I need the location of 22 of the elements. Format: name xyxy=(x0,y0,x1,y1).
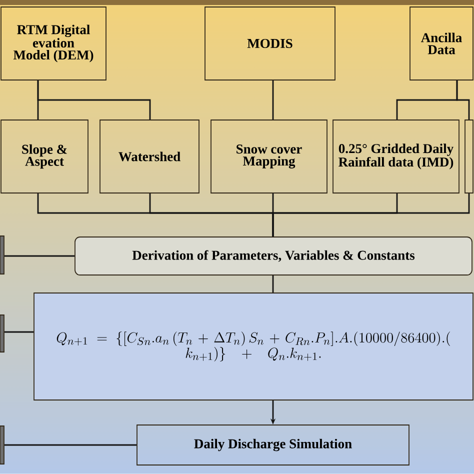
connector xyxy=(272,275,274,293)
source-box: Ancilla Data xyxy=(410,6,474,80)
connector xyxy=(4,331,34,333)
connector xyxy=(272,193,470,237)
process-box: Snow cover Mapping xyxy=(210,120,328,194)
equation-box: $Q_{n+1} = \{[C_{Sn}.a_n\,(T_n + \Delta T_n)\,S_n + C_{Rn}.P_n].A.(10000/86400).($ $k_{n+1})\} + Q_n.k_{n+1}.$ xyxy=(34,292,474,400)
process-box: Watershed xyxy=(100,120,200,194)
connector xyxy=(37,80,151,120)
side-box xyxy=(0,426,4,464)
side-box xyxy=(0,314,4,352)
connector xyxy=(4,255,75,257)
source-box: RTM Digital evation Model (DEM) xyxy=(0,6,106,80)
connector xyxy=(272,80,274,120)
side-box xyxy=(0,236,4,274)
process-box: Slope & Aspect xyxy=(0,120,88,194)
source-box: MODIS xyxy=(204,6,336,80)
process-box: 0.25° Gridded Daily Rainfall data (IMD) xyxy=(332,120,460,194)
output-box: Daily Discharge Simulation xyxy=(136,424,410,466)
process-box: Derivation of Parameters, Variables & Constants xyxy=(74,236,472,276)
connector xyxy=(4,444,137,446)
process-box xyxy=(464,120,474,194)
connector xyxy=(456,80,470,120)
